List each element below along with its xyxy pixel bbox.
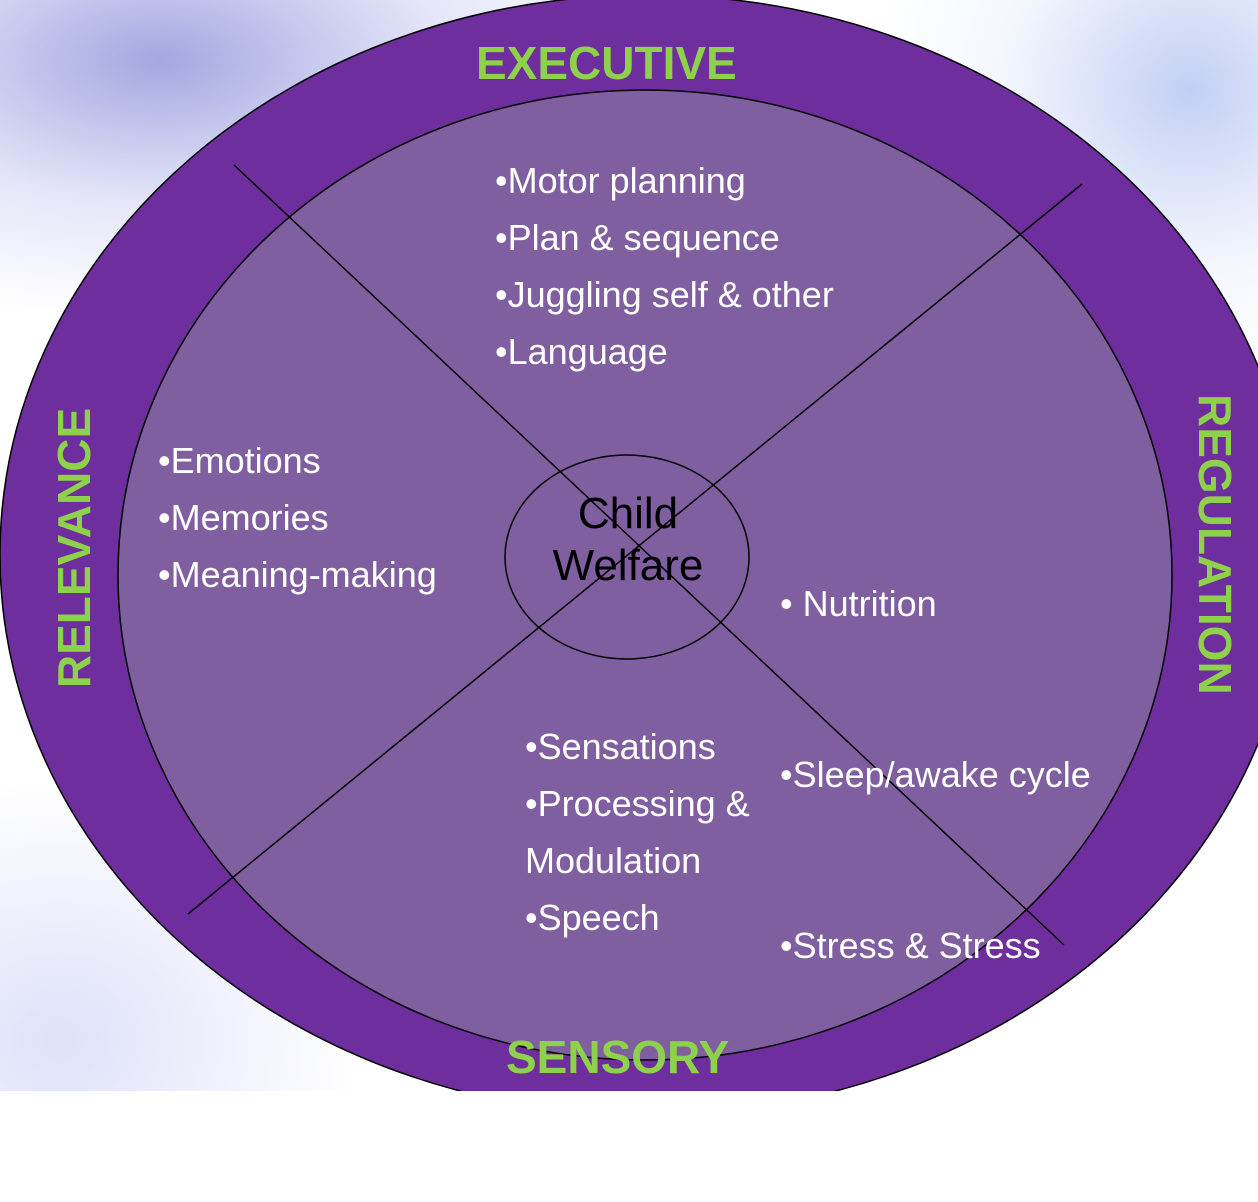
relevance-list: •Emotions •Memories •Meaning-making	[158, 432, 437, 603]
executive-list: •Motor planning •Plan & sequence •Juggli…	[495, 152, 834, 380]
divider-line-ascending	[187, 183, 1083, 915]
label-relevance: RELEVANCE	[48, 407, 100, 689]
inner-disc	[117, 89, 1173, 1061]
label-sensory: SENSORY	[506, 1031, 730, 1083]
divider-line-descending	[233, 164, 1065, 946]
list-item: •Language	[495, 331, 668, 372]
circle-diagram	[0, 0, 1258, 1091]
list-item: • Nutrition	[780, 583, 937, 624]
list-item: Modulation	[525, 840, 702, 881]
list-item: •Emotions	[158, 440, 321, 481]
list-item: •Processing &	[525, 783, 750, 824]
list-item: •Sensations	[525, 726, 716, 767]
center-label: Child Welfare	[508, 488, 748, 592]
label-regulation: REGULATION	[1189, 394, 1241, 695]
sensory-list: •Sensations •Processing & Modulation •Sp…	[525, 718, 750, 946]
list-item: •Meaning-making	[158, 554, 437, 595]
center-label-line1: Child	[577, 489, 679, 538]
list-item: •Plan & sequence	[495, 217, 780, 258]
list-item: •Memories	[158, 497, 329, 538]
list-item: •Stress & Stress	[780, 925, 1041, 966]
label-executive: EXECUTIVE	[476, 37, 737, 89]
center-circle	[504, 454, 750, 660]
list-item: •Motor planning	[495, 160, 746, 201]
center-label-line2: Welfare	[552, 541, 704, 590]
list-item: •Sleep/awake cycle	[780, 754, 1091, 795]
list-item: Recovery	[780, 1096, 953, 1137]
regulation-list: • Nutrition •Sleep/awake cycle •Stress &…	[780, 461, 1091, 1202]
list-item: •Juggling self & other	[495, 274, 834, 315]
list-item: •Speech	[525, 897, 660, 938]
